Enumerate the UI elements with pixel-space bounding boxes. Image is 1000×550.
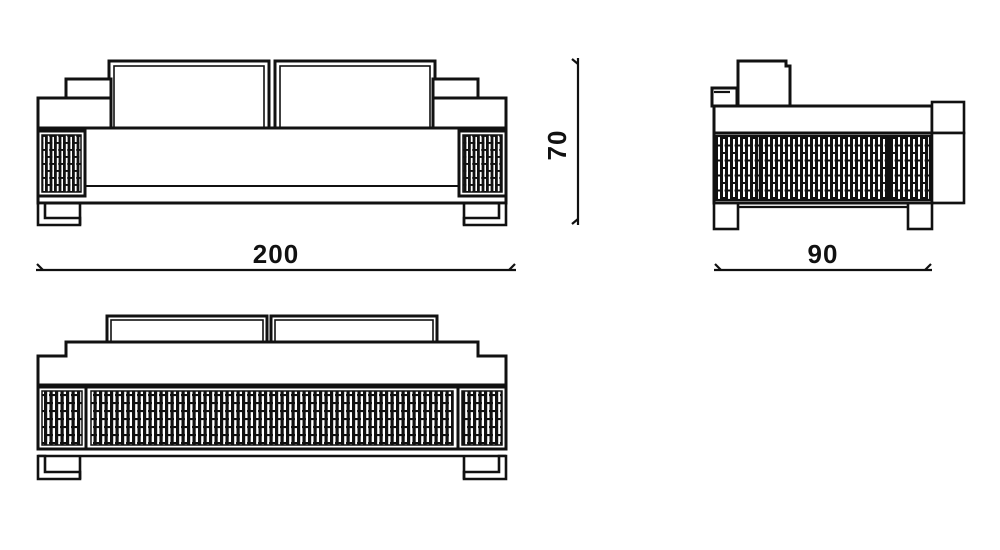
dimension-tick-left-depth <box>714 263 722 271</box>
rear-woven-panel-center <box>84 385 460 451</box>
rear-woven-panel-right <box>456 385 508 451</box>
dimension-value-height: 70 <box>542 130 572 161</box>
dimension-tick-right-depth <box>924 263 932 271</box>
front-view <box>36 59 508 227</box>
rear-cushion-right <box>269 314 439 344</box>
front-body <box>36 126 508 205</box>
front-armrest-left <box>36 77 113 130</box>
side-view <box>710 59 966 231</box>
dimension-tick-right <box>508 263 516 271</box>
front-woven-panel-left <box>36 129 87 198</box>
side-rear-block-upper <box>930 100 966 135</box>
side-rear-block-lower <box>930 131 966 205</box>
rear-woven-panel-left <box>36 385 88 451</box>
dimension-value-depth: 90 <box>808 239 839 269</box>
side-body-top <box>712 104 934 135</box>
front-back-cushion-right <box>273 59 437 135</box>
dimension-depth-side: 90 <box>714 239 932 272</box>
side-leg-front <box>712 201 740 231</box>
rear-backrest-slab <box>36 340 508 387</box>
front-woven-panel-right <box>457 129 508 198</box>
side-leg-rear <box>906 201 934 231</box>
dimension-height-front: 70 <box>542 58 580 225</box>
dimension-width-front: 200 <box>36 239 516 272</box>
rear-sled-base-right <box>462 454 508 481</box>
rear-view <box>36 314 508 481</box>
dimension-tick-bottom <box>571 218 579 225</box>
side-armrest-profile <box>710 86 739 108</box>
rear-cushion-left <box>105 314 269 344</box>
front-back-cushion-left <box>107 59 271 135</box>
side-back-cushion-profile <box>736 59 792 108</box>
rear-sled-base-left <box>36 454 82 481</box>
dimension-tick-top <box>571 58 579 65</box>
side-woven-panel <box>714 134 932 202</box>
front-armrest-right <box>431 77 508 130</box>
dimension-tick-left <box>36 263 44 271</box>
dimension-value-width: 200 <box>253 239 299 269</box>
